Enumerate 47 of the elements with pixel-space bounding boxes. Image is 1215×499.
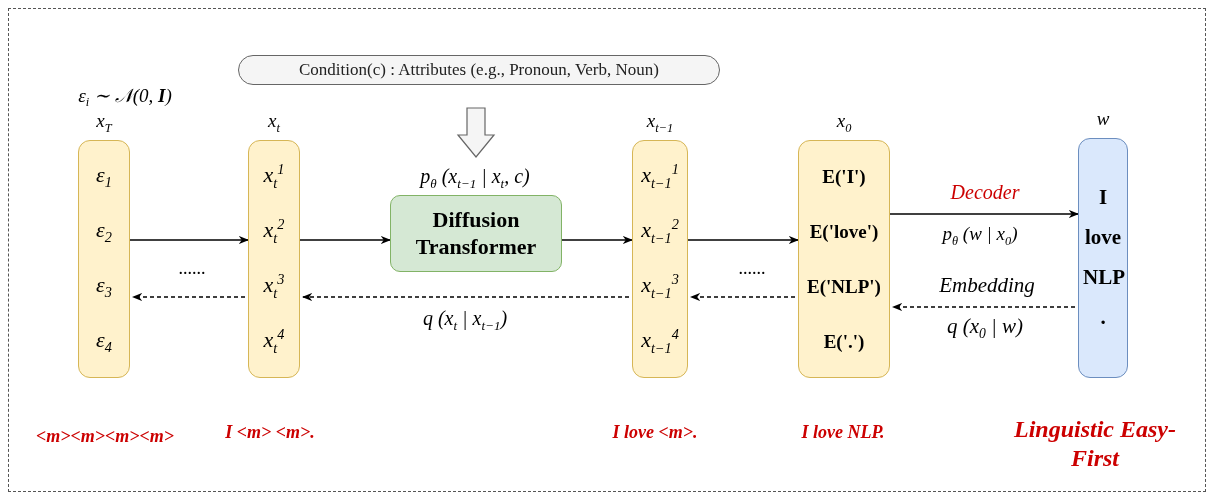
- arrow: [129, 235, 250, 245]
- caption-text: I love <m>.: [612, 421, 698, 443]
- column-heading: x$_{t}$: [268, 110, 280, 136]
- condition-pill: [238, 55, 720, 85]
- ellipsis: ......: [178, 257, 206, 279]
- vector-column: [248, 140, 300, 378]
- node-text: Diffusion Transformer: [414, 207, 538, 260]
- arrow: [301, 292, 630, 302]
- column-heading: w: [1096, 108, 1110, 130]
- column-heading: x$_{t−1}$: [646, 110, 674, 136]
- block-arrow: [456, 107, 496, 158]
- formula-text: q (x$_{0}$ | w): [946, 313, 1024, 343]
- formula-text: p$_{θ}$ (w | x$_{0}$): [942, 223, 1018, 249]
- caption-text: I <m> <m>.: [225, 421, 315, 443]
- arrow: [299, 235, 392, 245]
- token-text: I love NLP .: [1083, 184, 1123, 331]
- arrow: [687, 235, 800, 245]
- vector-element: ε$_{3}$: [96, 271, 112, 302]
- formula-text: ε$_{i}$ ∼ 𝒩(0, I): [78, 83, 172, 111]
- token-text: E('I'): [822, 165, 866, 188]
- arrow: [891, 302, 1076, 312]
- vector-element: ε$_{4}$: [96, 326, 112, 357]
- token-text: E('NLP'): [807, 275, 881, 298]
- arrow: [889, 209, 1080, 219]
- sentence-column: [1078, 138, 1128, 378]
- caption-text: I love NLP.: [801, 421, 885, 443]
- vector-element: ε$_{2}$: [96, 216, 112, 247]
- vector-column: [632, 140, 688, 378]
- column-heading: x$_{0}$: [836, 110, 852, 136]
- token-text: E('love'): [809, 220, 879, 243]
- arrow: [561, 235, 634, 245]
- arrow: [131, 292, 246, 302]
- token-text: E('.'): [823, 330, 865, 353]
- vector-column: [78, 140, 130, 378]
- edge-label: Decoder: [950, 180, 1020, 204]
- arrow: [689, 292, 796, 302]
- vector-element: ε$_{1}$: [96, 161, 112, 192]
- ellipsis: ......: [738, 257, 766, 279]
- column-heading: x$_{T}$: [96, 110, 112, 136]
- caption-text: <m><m><m><m>: [34, 425, 176, 448]
- process-box: [390, 195, 562, 272]
- formula-text: q (x$_{t}$ | x$_{t−1}$): [422, 306, 508, 334]
- embedding-column: [798, 140, 890, 378]
- formula-text: p$_{θ}$ (x$_{t−1}$ | x$_{t}$, c): [420, 164, 530, 192]
- caption-text: Linguistic Easy-First: [1013, 414, 1177, 473]
- node-text: Condition(c) : Attributes (e.g., Pronoun, Verb, Noun): [299, 60, 659, 80]
- edge-label: Embedding: [939, 272, 1035, 298]
